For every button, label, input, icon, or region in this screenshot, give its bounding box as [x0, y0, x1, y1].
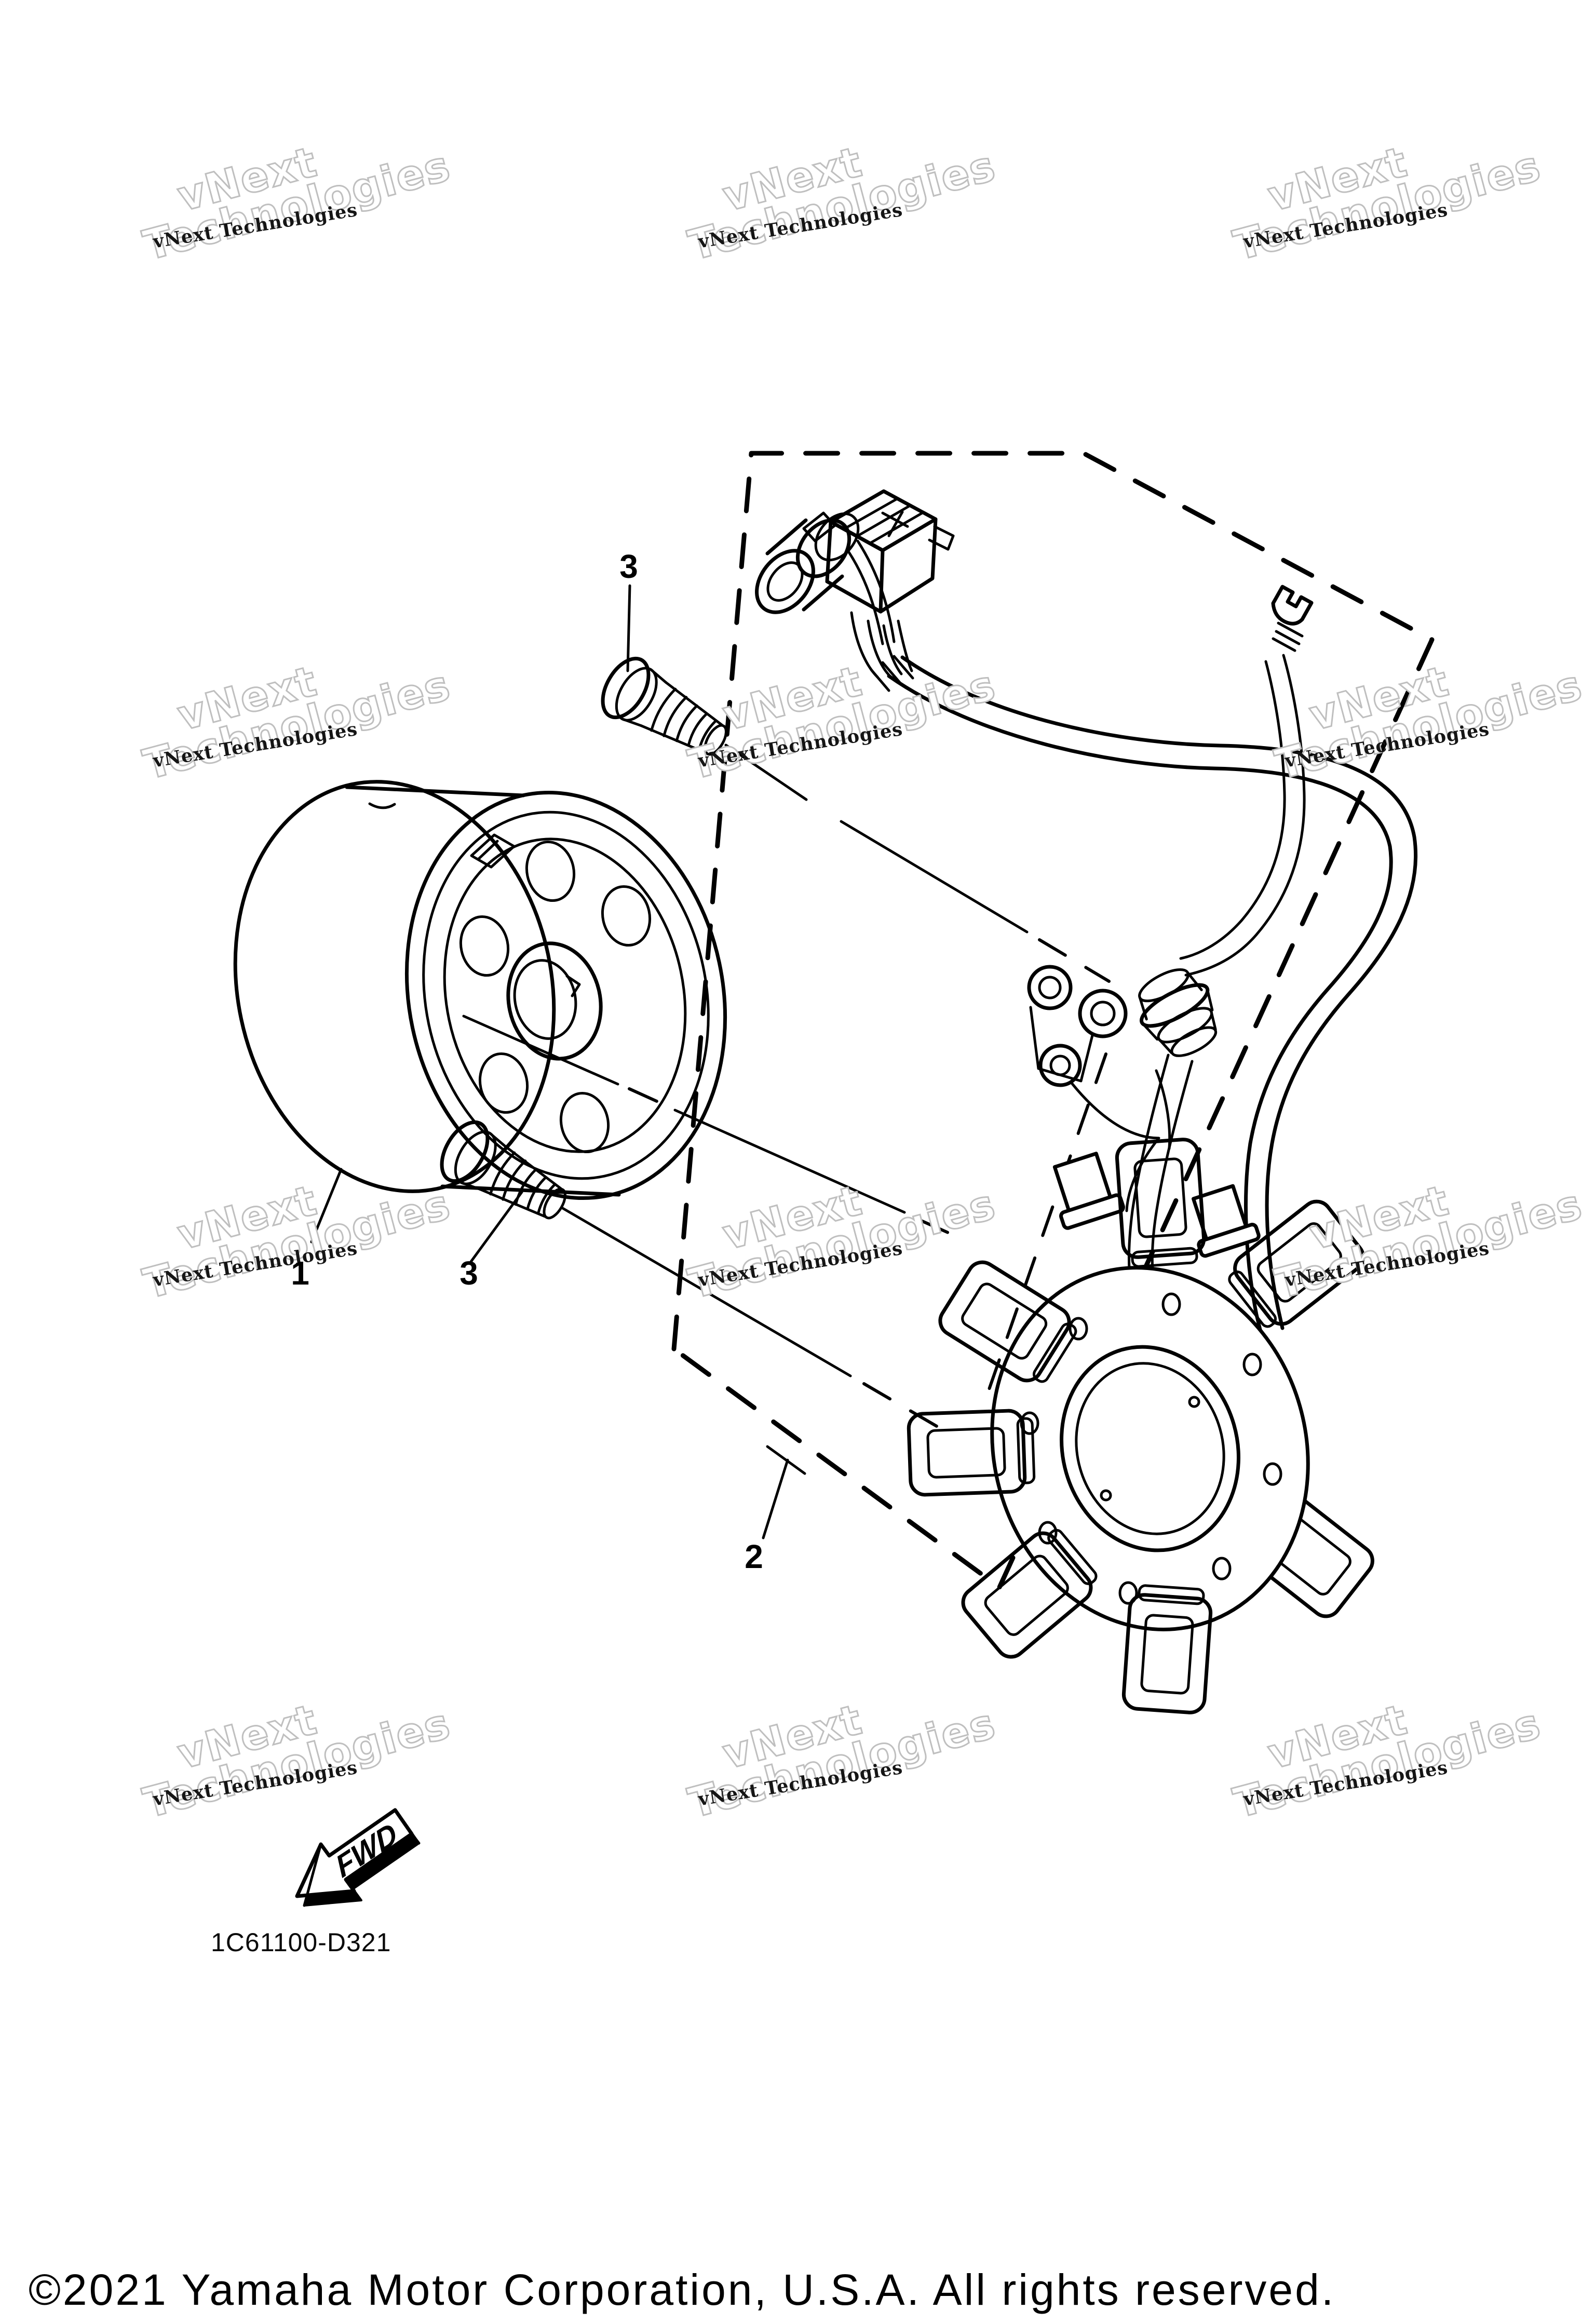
leader-lines	[310, 584, 1111, 1539]
connector-2pin	[755, 511, 896, 645]
grommet	[1138, 968, 1218, 1057]
drawing-number: 1C61100-D321	[211, 1928, 391, 1957]
grommet-wire	[1127, 1053, 1194, 1285]
copyright-text: ©2021 Yamaha Motor Corporation, U.S.A. A…	[29, 2265, 1336, 2314]
flywheel-rotor	[233, 780, 727, 1200]
part-label-3-bottom: 3	[459, 1254, 478, 1292]
part-label-3-top: 3	[619, 548, 638, 585]
connector-4pin	[825, 489, 955, 679]
part-label-1: 1	[291, 1254, 309, 1292]
spade-terminal	[1179, 585, 1314, 977]
stator-assembly	[908, 1069, 1378, 1713]
part-label-2: 2	[745, 1538, 763, 1575]
harness-cable	[887, 655, 1418, 1334]
fwd-arrow	[295, 1808, 421, 1907]
group-box-dashed	[671, 451, 1435, 1590]
bolt-top	[593, 651, 738, 772]
wire-holder	[1027, 965, 1160, 1212]
